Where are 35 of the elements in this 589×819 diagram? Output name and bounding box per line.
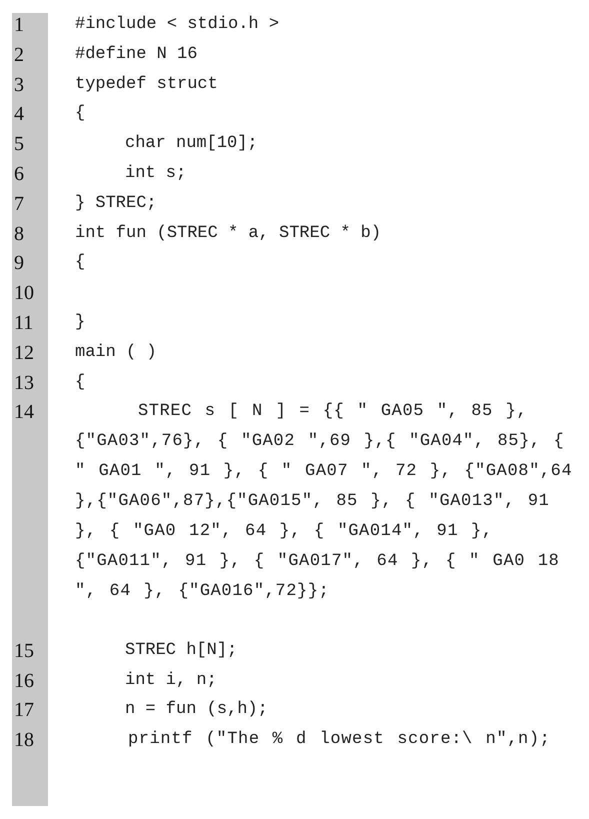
line-number: 6: [14, 162, 24, 187]
code-line: {: [75, 372, 86, 394]
code-line: int fun (STREC * a, STREC * b): [75, 222, 382, 245]
code-line: main ( ): [75, 342, 157, 364]
line-number: 8: [14, 222, 24, 247]
line-number: 5: [14, 132, 24, 158]
line-number: 13: [14, 370, 34, 396]
code-line: STREC s [ N ] = {{ " GA05 ", 85 }, {"GA03",76}, { "GA02 ",69 },{ "GA04", 85}, { " GA01 ", 91 }, { " GA07 ", 72 }, {"GA08",64 },{"GA06",87},{"GA015", 85 }, { "GA013", 91 }, { "GA0 12", 64 }, { "GA014", 91 }, {"GA011", 91 }, { "GA017", 64 }, { " GA0 18 ", 64 }, {"GA016",72}};: [75, 401, 574, 604]
code-line: n = fun (s,h);: [125, 699, 268, 722]
line-number: 10: [14, 281, 34, 306]
code-line: {: [75, 103, 86, 126]
line-number: 1: [14, 13, 24, 38]
code-line: #include < stdio.h >: [75, 14, 280, 36]
code-line: typedef struct: [75, 74, 218, 96]
code-line: STREC h[N];: [125, 640, 238, 662]
line-number: 17: [14, 698, 34, 724]
code-line: } STREC;: [75, 192, 157, 215]
line-number: 12: [14, 340, 34, 366]
line-number: 2: [14, 42, 24, 68]
line-number: 16: [14, 668, 34, 694]
line-number: 4: [14, 102, 24, 128]
code-line: printf ("The % d lowest score:\ n",n);: [127, 729, 552, 752]
line-number: 18: [14, 728, 34, 754]
line-number: 15: [14, 638, 34, 664]
line-number: 3: [14, 72, 24, 98]
code-line: int i, n;: [125, 670, 217, 692]
line-number: 11: [14, 311, 34, 336]
code-line: char num[10];: [125, 133, 258, 156]
line-number: 14: [14, 400, 34, 426]
line-number: 7: [14, 192, 24, 217]
line-number: 9: [14, 251, 24, 276]
code-line: {: [75, 252, 86, 274]
code-line: #define N 16: [75, 44, 198, 66]
code-line: }: [75, 312, 86, 334]
code-line: int s;: [125, 163, 186, 185]
